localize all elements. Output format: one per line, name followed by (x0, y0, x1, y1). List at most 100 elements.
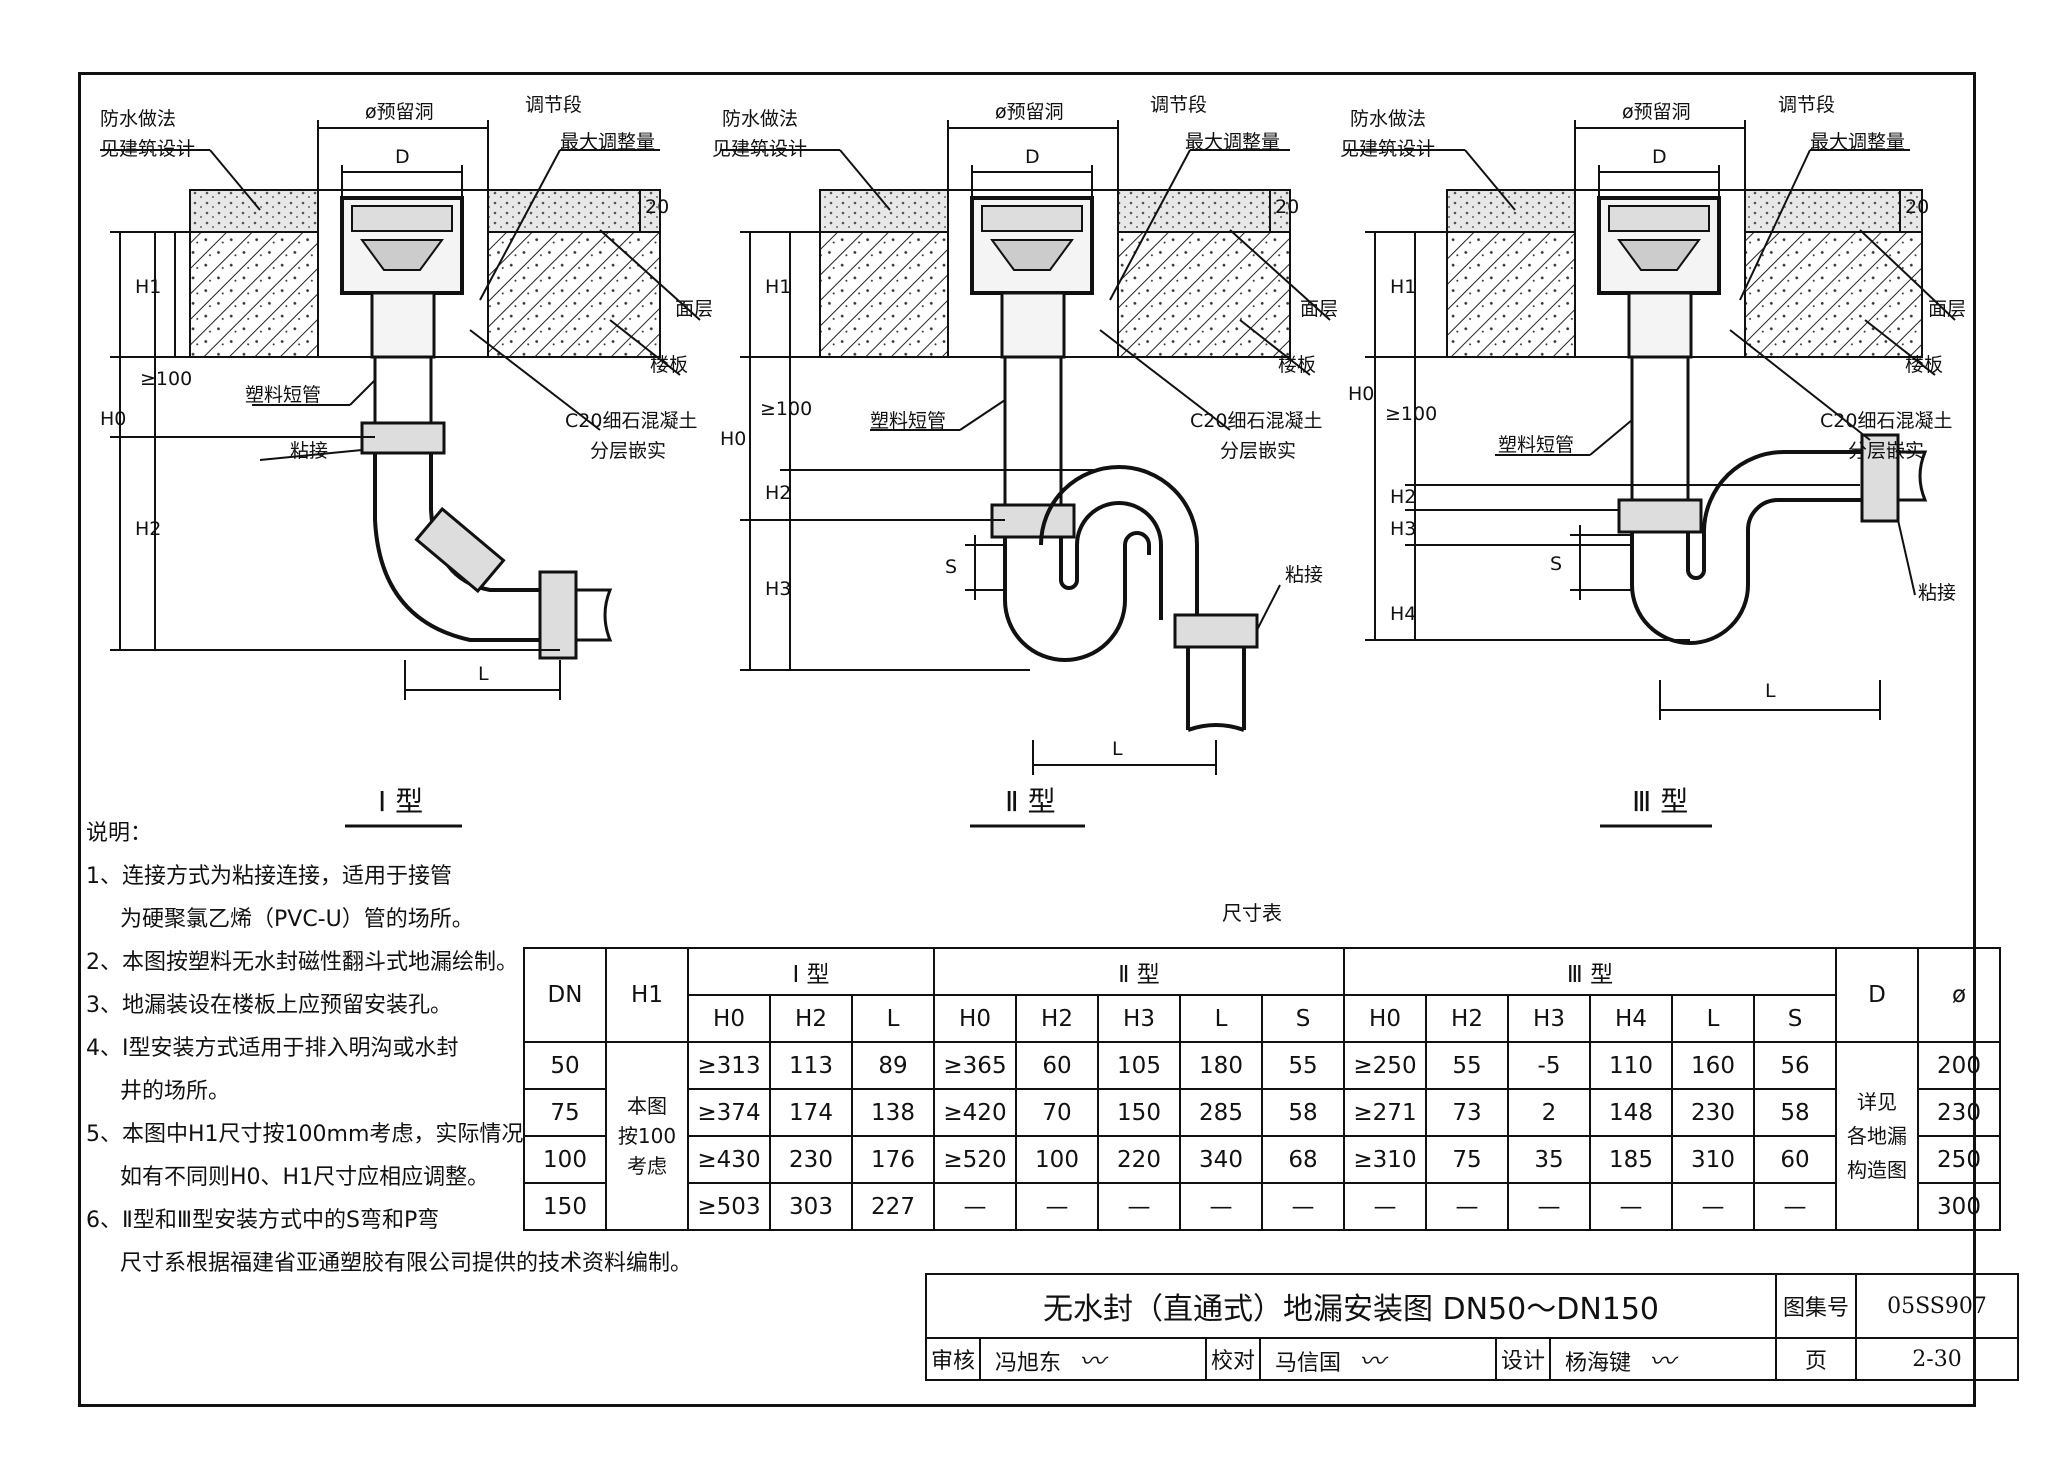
label-h2: H2 (135, 518, 162, 540)
label-l: L (1765, 680, 1776, 702)
label-waterproof: 防水做法 (1350, 108, 1427, 130)
label-20: 20 (1275, 196, 1300, 218)
designer: 杨海键〰 (1549, 1337, 1777, 1381)
elbow-socket (414, 506, 506, 594)
cell: 70 (1015, 1088, 1099, 1137)
cell: 160 (1671, 1041, 1755, 1090)
cell-d-note: 详见各地漏构造图 (1835, 1041, 1919, 1231)
reviewer: 冯旭东〰 (979, 1337, 1207, 1381)
outlet-socket (1860, 433, 1900, 523)
sub-header: H0 (1343, 994, 1427, 1043)
label-waterproof: 防水做法 (100, 108, 177, 130)
note-6b: 尺寸系根据福建省亚通塑胶有限公司提供的技术资料编制。 (120, 1251, 693, 1276)
cell: ≥374 (687, 1088, 771, 1137)
label-h4: H4 (1390, 603, 1417, 625)
notes: 说明： 1、连接方式为粘接连接，适用于接管 为硬聚氯乙烯（PVC-U）管的场所。… (86, 812, 693, 1285)
cell: ≥503 (687, 1182, 771, 1231)
note-1b: 为硬聚氯乙烯（PVC-U）管的场所。 (120, 907, 474, 932)
drain-grate (351, 205, 453, 232)
adjust-section (1627, 291, 1693, 359)
cell: — (1425, 1182, 1509, 1231)
label-concrete: C20细石混凝土 (1820, 410, 1953, 432)
label-max-adjust: 最大调整量 (1185, 131, 1281, 153)
sub-header-row: H0 H2 L H0 H2 H3 L S H0 H2 H3 H4 L S (524, 994, 2000, 1043)
group-type-2: Ⅱ 型 (933, 947, 1345, 996)
adjust-section (1000, 291, 1066, 359)
s-trap (1003, 465, 1199, 662)
cell: 176 (851, 1135, 935, 1184)
cell: ≥271 (1343, 1088, 1427, 1137)
drain-funnel (990, 239, 1074, 271)
cell: 55 (1425, 1041, 1509, 1090)
note-1a: 1、连接方式为粘接连接，适用于接管 (86, 864, 452, 889)
cell: ≥430 (687, 1135, 771, 1184)
sub-header: S (1753, 994, 1837, 1043)
label-s: S (945, 556, 958, 578)
table-caption: 尺寸表 (1222, 901, 1282, 925)
cell: ≥310 (1343, 1135, 1427, 1184)
label-glued: 粘接 (1285, 564, 1324, 586)
cell-phi: 230 (1917, 1088, 2001, 1137)
plastic-short-pipe (1630, 355, 1690, 514)
cell: ≥313 (687, 1041, 771, 1090)
col-h1: H1 (605, 947, 689, 1043)
socket-joint (1617, 498, 1703, 534)
adjust-section (370, 291, 436, 359)
outlet-pipe-break (1898, 450, 1928, 502)
type-2-dimensions (720, 120, 1331, 775)
col-phi: ø (1917, 947, 2001, 1043)
label-see-design: 见建筑设计 (100, 138, 196, 160)
drain-funnel (1617, 239, 1701, 271)
label-see-design: 见建筑设计 (1340, 138, 1436, 160)
cell: — (1671, 1182, 1755, 1231)
cell: 138 (851, 1088, 935, 1137)
cell: 58 (1753, 1088, 1837, 1137)
checker: 马信国〰 (1259, 1337, 1497, 1381)
check-label: 校对 (1205, 1337, 1261, 1381)
cell: — (1097, 1182, 1181, 1231)
type-3-title: Ⅲ 型 (1632, 785, 1689, 818)
note-3: 3、地漏装设在楼板上应预留安装孔。 (86, 993, 452, 1018)
group-type-3: Ⅲ 型 (1343, 947, 1837, 996)
sub-header: L (851, 994, 935, 1043)
label-layered: 分层嵌实 (590, 440, 667, 462)
cell: ≥520 (933, 1135, 1017, 1184)
cell: — (1753, 1182, 1837, 1231)
label-h3: H3 (1390, 518, 1417, 540)
label-ge100: ≥100 (140, 368, 193, 390)
label-s: S (1550, 553, 1563, 575)
drain-funnel (360, 239, 444, 271)
note-4a: 4、Ⅰ型安装方式适用于排入明沟或水封 (86, 1036, 459, 1061)
label-hole: ø预留洞 (1622, 101, 1691, 123)
cell: ≥420 (933, 1088, 1017, 1137)
label-hole: ø预留洞 (995, 101, 1064, 123)
cell-dn: 150 (523, 1182, 607, 1231)
outlet-socket (538, 570, 578, 660)
cell-phi: 200 (1917, 1041, 2001, 1090)
cell: — (1589, 1182, 1673, 1231)
outlet-pipe (1186, 647, 1246, 732)
cell: 180 (1179, 1041, 1263, 1090)
drain-grate (981, 205, 1083, 232)
cell: 55 (1261, 1041, 1345, 1090)
label-concrete: C20细石混凝土 (565, 410, 698, 432)
drawing-title: 无水封（直通式）地漏安装图 DN50～DN150 (925, 1273, 1777, 1339)
socket-joint (360, 421, 446, 455)
cell: 150 (1097, 1088, 1181, 1137)
cell: 113 (769, 1041, 853, 1090)
label-adjust: 调节段 (1150, 94, 1208, 116)
label-max-adjust: 最大调整量 (560, 131, 656, 153)
sub-header: H2 (1015, 994, 1099, 1043)
label-ge100: ≥100 (760, 398, 813, 420)
label-slab: 楼板 (1905, 354, 1944, 376)
cell: 220 (1097, 1135, 1181, 1184)
label-max-adjust: 最大调整量 (1810, 131, 1906, 153)
sub-header: H2 (1425, 994, 1509, 1043)
cell: 110 (1589, 1041, 1673, 1090)
label-slab: 楼板 (1278, 354, 1317, 376)
